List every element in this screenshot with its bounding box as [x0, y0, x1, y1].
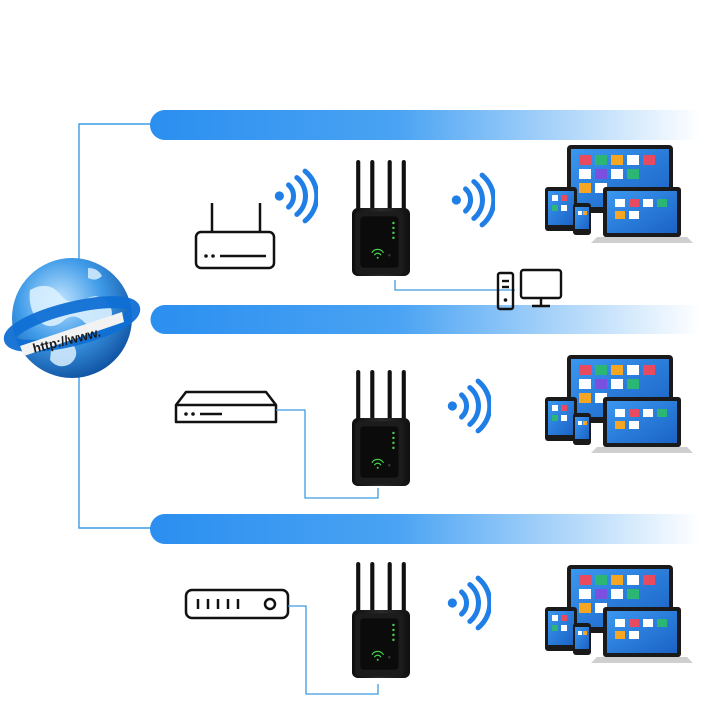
- devices-group-icon: [545, 565, 693, 663]
- globe-icon: http://www.: [3, 258, 141, 378]
- row-2: [174, 355, 693, 499]
- wifi-signal-icon: [448, 578, 490, 628]
- ethernet-cable: [394, 280, 515, 291]
- row-1: [194, 145, 693, 311]
- devices-group-icon: [545, 355, 693, 453]
- globe-connectors: [78, 123, 152, 529]
- wifi-repeater-icon: [352, 561, 410, 679]
- wifi-signal-icon: [452, 175, 494, 225]
- wifi-repeater-icon: [352, 159, 410, 277]
- wifi-signal-icon: [448, 381, 490, 431]
- band-row-1: [150, 110, 700, 140]
- devices-group-icon: [545, 145, 693, 243]
- connector-line-top: [78, 123, 152, 290]
- connector-line-bottom: [78, 345, 152, 529]
- band-row-3: [150, 514, 700, 544]
- row-3: [184, 561, 693, 695]
- wireless-router-icon: [194, 203, 276, 270]
- switch-icon: [184, 588, 290, 620]
- wifi-signal-icon: [275, 171, 317, 221]
- ethernet-cable: [288, 605, 379, 695]
- modem-icon: [174, 390, 278, 424]
- connection-bands: [150, 110, 700, 544]
- ethernet-cable: [276, 409, 379, 499]
- desktop-pc-icon: [496, 268, 563, 311]
- band-row-2: [150, 305, 700, 334]
- wifi-repeater-icon: [352, 369, 410, 487]
